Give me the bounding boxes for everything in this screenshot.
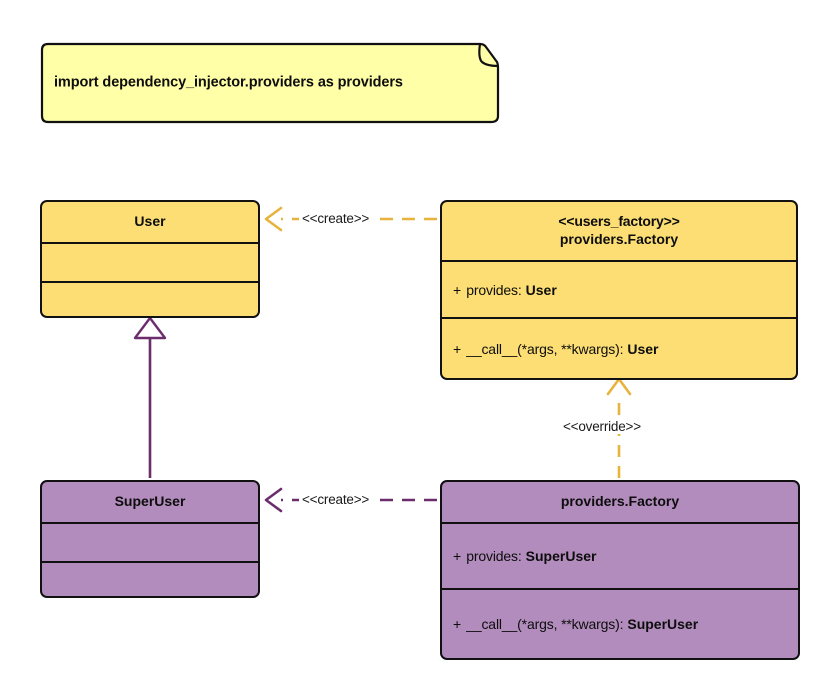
class-user-attributes bbox=[42, 242, 258, 281]
class-providers-factory-methods: + __call__(*args, **kwargs): SuperUser bbox=[442, 588, 798, 658]
edge-label-create-user: <<create>> bbox=[299, 211, 373, 226]
method-visibility: + bbox=[453, 616, 462, 632]
class-providers-factory-title: providers.Factory bbox=[560, 493, 680, 510]
class-users-factory-attributes: + provides: User bbox=[442, 260, 796, 317]
class-users-factory-methods: + __call__(*args, **kwargs): User bbox=[442, 317, 796, 378]
class-user[interactable]: User bbox=[40, 200, 260, 318]
edge-inheritance bbox=[133, 316, 167, 478]
attribute-name: provides: bbox=[466, 548, 522, 564]
note-text: import dependency_injector.providers as … bbox=[54, 74, 403, 91]
class-super-user-attributes bbox=[42, 522, 258, 561]
attribute-type: User bbox=[525, 281, 557, 298]
attribute-type: SuperUser bbox=[525, 548, 597, 564]
class-user-methods bbox=[42, 281, 258, 316]
class-user-title: User bbox=[134, 213, 166, 230]
class-providers-factory-header: providers.Factory bbox=[442, 482, 798, 522]
note-shape bbox=[40, 42, 500, 124]
class-super-user-header: SuperUser bbox=[42, 482, 258, 522]
class-super-user-methods bbox=[42, 561, 258, 596]
method-visibility: + bbox=[453, 340, 462, 357]
class-providers-factory-attributes: + provides: SuperUser bbox=[442, 522, 798, 588]
attribute-visibility: + bbox=[453, 281, 462, 298]
method-name: __call__(*args, **kwargs): bbox=[466, 616, 624, 632]
method-type: User bbox=[627, 340, 659, 357]
class-users-factory[interactable]: <<users_factory>> providers.Factory + pr… bbox=[440, 200, 798, 380]
attribute-name: provides: bbox=[466, 281, 522, 298]
class-users-factory-title: providers.Factory bbox=[559, 231, 679, 247]
note-import: import dependency_injector.providers as … bbox=[40, 42, 500, 124]
class-user-header: User bbox=[42, 202, 258, 242]
method-type: SuperUser bbox=[627, 616, 699, 632]
class-users-factory-stereotype: <<users_factory>> bbox=[558, 213, 680, 230]
class-users-factory-header: <<users_factory>> providers.Factory bbox=[442, 202, 796, 260]
edge-label-override: <<override>> bbox=[560, 419, 644, 434]
class-super-user-title: SuperUser bbox=[114, 493, 186, 510]
method-name: __call__(*args, **kwargs): bbox=[466, 340, 624, 357]
edge-label-create-super-user: <<create>> bbox=[299, 492, 373, 507]
class-providers-factory-override[interactable]: providers.Factory + provides: SuperUser … bbox=[440, 480, 800, 660]
class-super-user[interactable]: SuperUser bbox=[40, 480, 260, 598]
attribute-visibility: + bbox=[453, 548, 462, 564]
